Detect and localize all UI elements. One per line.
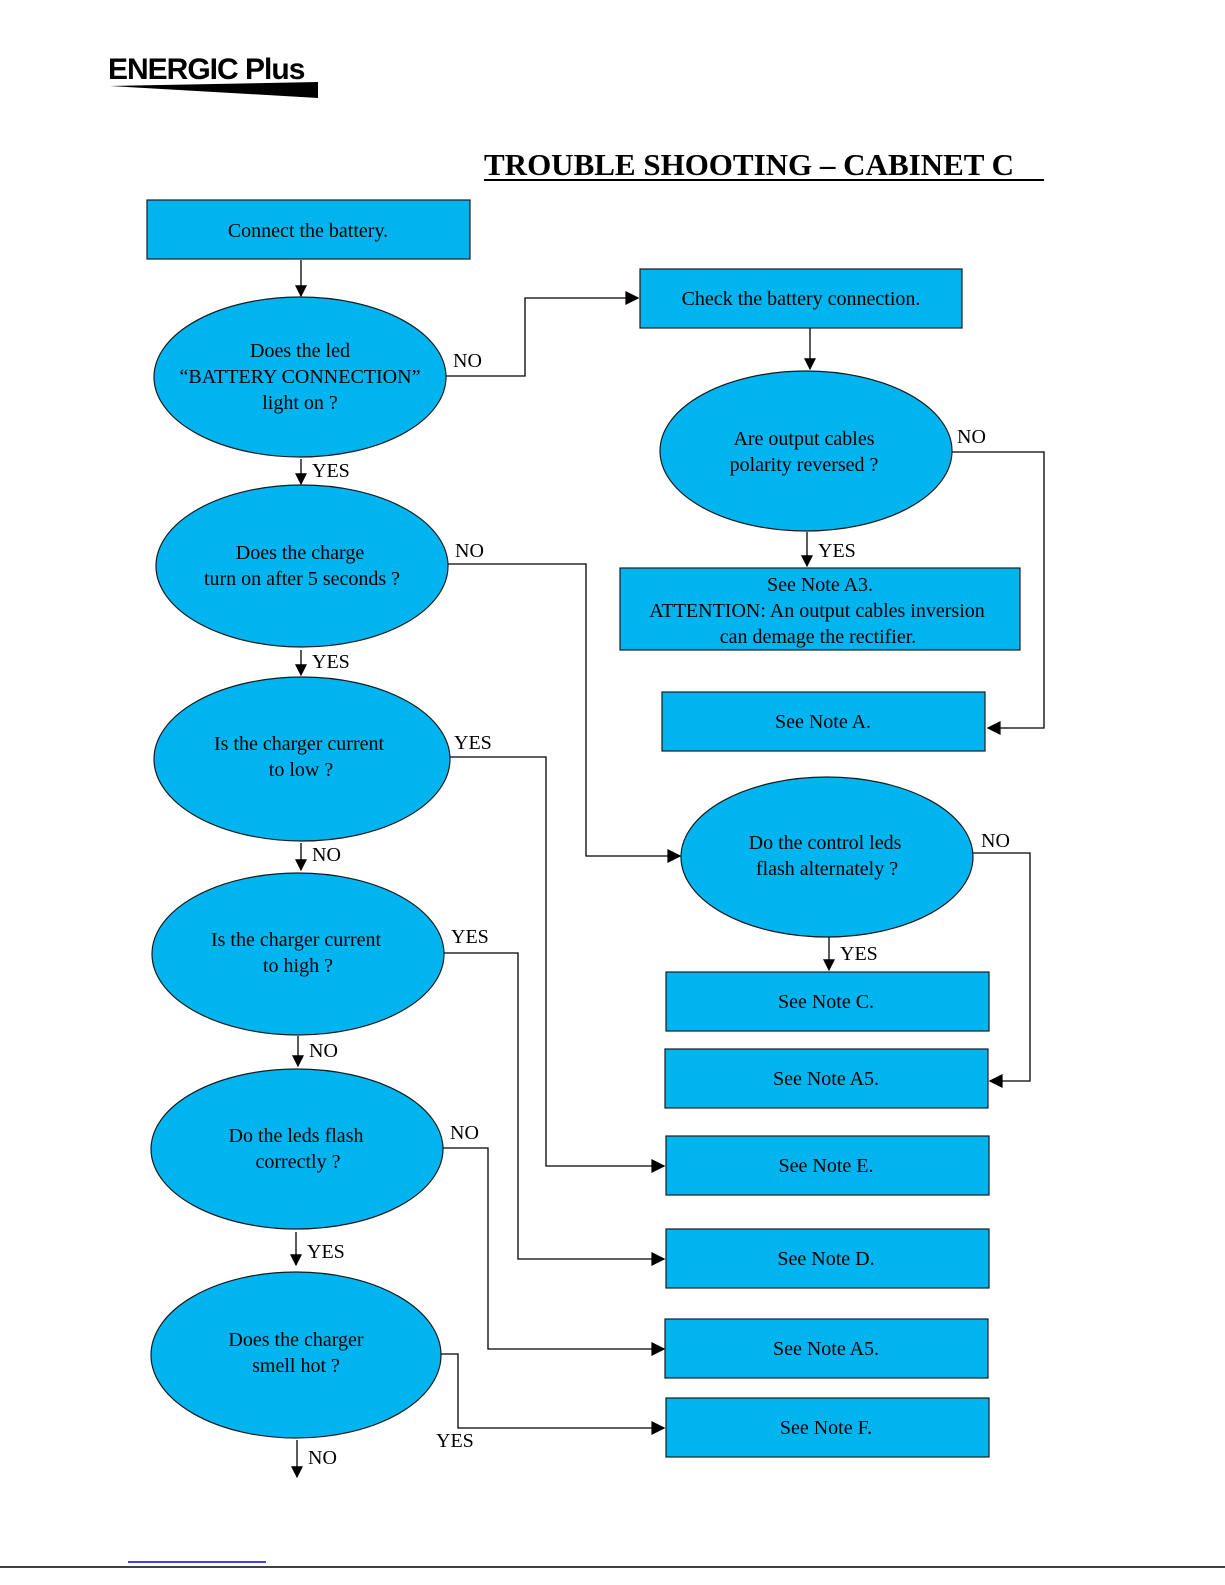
box-note-a-label: See Note A. xyxy=(775,711,871,733)
box-check-battery-connection: Check the battery connection. xyxy=(639,268,963,329)
edge-label-charge-yes: YES xyxy=(312,651,350,673)
flowchart-edges: NO YES YES NO NO YES YES NO YES NO YES N… xyxy=(290,260,1045,1479)
edge-label-led-yes: YES xyxy=(312,460,350,482)
page-title: TROUBLE SHOOTING – CABINET C xyxy=(484,147,1014,182)
edge-label-control-no: NO xyxy=(981,830,1010,852)
box-note-a3: See Note A3. ATTENTION: An output cables… xyxy=(619,567,1021,651)
decision-high-line-2: to high ? xyxy=(263,955,333,977)
edge-label-hot-no: NO xyxy=(308,1447,337,1469)
edge-label-led-no: NO xyxy=(453,350,482,372)
box-note-a5-bottom: See Note A5. xyxy=(664,1318,989,1379)
edge-label-high-no: NO xyxy=(309,1040,338,1062)
decision-led-line-3: light on ? xyxy=(262,392,338,414)
box-note-c-label: See Note C. xyxy=(778,991,874,1013)
edge-low-yes-to-note-e xyxy=(448,756,666,1173)
decision-low-line-1: Is the charger current xyxy=(214,733,385,755)
box-note-a: See Note A. xyxy=(661,691,986,752)
brand-logo-text: ENERGIC Plus xyxy=(108,53,305,86)
decision-hot-line-2: smell hot ? xyxy=(252,1355,340,1377)
decision-control-leds-flash: Do the control leds flash alternately ? xyxy=(680,776,974,938)
decision-control-line-1: Do the control leds xyxy=(749,832,902,854)
edge-charge-no-to-control-question xyxy=(446,563,682,863)
box-note-c: See Note C. xyxy=(665,971,990,1032)
box-note-d: See Note D. xyxy=(665,1228,990,1289)
decision-charge-line-2: turn on after 5 seconds ? xyxy=(204,568,400,590)
decision-current-too-high: Is the charger current to high ? xyxy=(151,872,445,1036)
edge-label-polarity-yes: YES xyxy=(818,540,856,562)
decision-led-line-2: “BATTERY CONNECTION” xyxy=(180,366,421,388)
edge-polarity-no-to-note-a xyxy=(951,451,1045,735)
box-note-f-label: See Note F. xyxy=(780,1417,872,1439)
decision-high-line-1: Is the charger current xyxy=(211,929,382,951)
decision-hot-line-1: Does the charger xyxy=(228,1329,363,1351)
decision-polarity-line-2: polarity reversed ? xyxy=(730,454,879,476)
box-note-f: See Note F. xyxy=(665,1397,990,1458)
edge-label-control-yes: YES xyxy=(840,943,878,965)
edge-label-low-no: NO xyxy=(312,844,341,866)
decision-flash-line-1: Do the leds flash xyxy=(229,1125,364,1147)
box-note-a5-top: See Note A5. xyxy=(664,1048,989,1109)
edge-label-flash-yes: YES xyxy=(307,1241,345,1263)
box-note-a5-bottom-label: See Note A5. xyxy=(773,1338,879,1360)
decision-control-line-2: flash alternately ? xyxy=(756,858,898,880)
edge-label-high-yes: YES xyxy=(451,926,489,948)
edge-label-flash-no: NO xyxy=(450,1122,479,1144)
decision-led-battery-connection: Does the led “BATTERY CONNECTION” light … xyxy=(153,296,447,458)
box-connect-battery: Connect the battery. xyxy=(146,199,471,260)
box-note-e: See Note E. xyxy=(665,1135,990,1196)
edge-label-hot-yes: YES xyxy=(436,1430,474,1452)
decision-flash-line-2: correctly ? xyxy=(256,1151,341,1173)
decision-current-too-low: Is the charger current to low ? xyxy=(153,676,451,842)
edge-hot-yes-to-note-f xyxy=(440,1353,666,1435)
decision-charge-line-1: Does the charge xyxy=(236,542,365,564)
decision-charge-turn-on: Does the charge turn on after 5 seconds … xyxy=(155,484,449,648)
brand-logo: ENERGIC Plus xyxy=(108,53,318,98)
box-note-a3-line-1: See Note A3. xyxy=(767,574,873,596)
edge-control-no-to-note-a5-top xyxy=(972,852,1031,1088)
edge-led-no-to-check-connection xyxy=(446,291,640,377)
edge-high-yes-to-note-d xyxy=(444,952,666,1266)
decision-low-line-2: to low ? xyxy=(269,759,334,781)
box-note-a3-line-3: can demage the rectifier. xyxy=(720,626,917,648)
box-note-d-label: See Note D. xyxy=(777,1248,874,1270)
decision-led-line-1: Does the led xyxy=(250,340,350,362)
decision-output-polarity: Are output cables polarity reversed ? xyxy=(659,370,953,532)
edge-label-charge-no: NO xyxy=(455,540,484,562)
box-note-e-label: See Note E. xyxy=(779,1155,874,1177)
decision-leds-flash-correctly: Do the leds flash correctly ? xyxy=(150,1068,444,1230)
edge-label-polarity-no: NO xyxy=(957,426,986,448)
decision-charger-smells-hot: Does the charger smell hot ? xyxy=(150,1271,442,1439)
box-note-a5-top-label: See Note A5. xyxy=(773,1068,879,1090)
box-connect-battery-label: Connect the battery. xyxy=(228,220,388,242)
edge-flash-no-to-note-a5-bottom xyxy=(442,1147,666,1356)
brand-logo-swoosh xyxy=(110,82,318,98)
decision-polarity-line-1: Are output cables xyxy=(733,428,874,450)
box-check-battery-connection-label: Check the battery connection. xyxy=(682,288,921,310)
edge-label-low-yes: YES xyxy=(454,732,492,754)
box-note-a3-line-2: ATTENTION: An output cables inversion xyxy=(649,600,985,622)
